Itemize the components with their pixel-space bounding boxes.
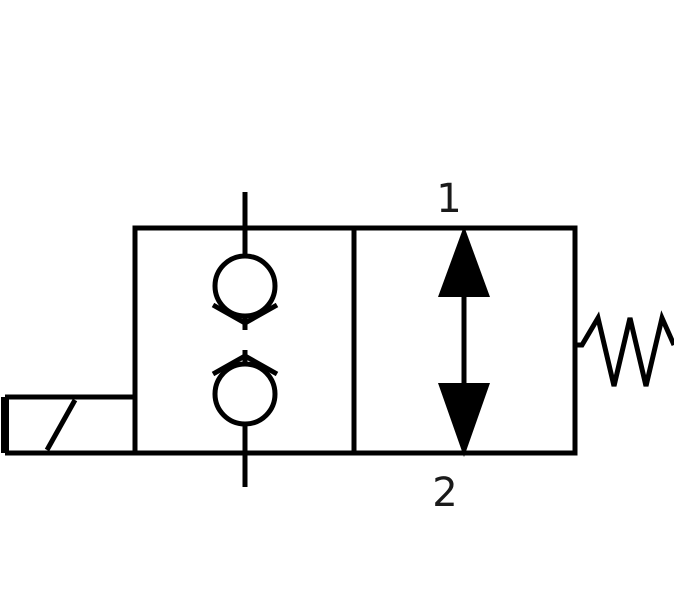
spring-icon (575, 310, 674, 387)
flow-arrow-up-head (438, 226, 490, 297)
lower-check-ball (212, 361, 278, 427)
upper-check-ball (212, 253, 278, 319)
solenoid-icon (1, 394, 135, 456)
port-2-label: 2 (432, 470, 457, 516)
valve-body (132, 225, 578, 456)
check-valve-pair-icon (211, 192, 279, 487)
lower-check-seat (211, 353, 279, 377)
flow-arrow-down-head (438, 383, 490, 457)
bidirectional-flow-arrow-icon (438, 226, 490, 457)
left-position-box (132, 225, 357, 456)
port-1-label: 1 (436, 176, 461, 222)
